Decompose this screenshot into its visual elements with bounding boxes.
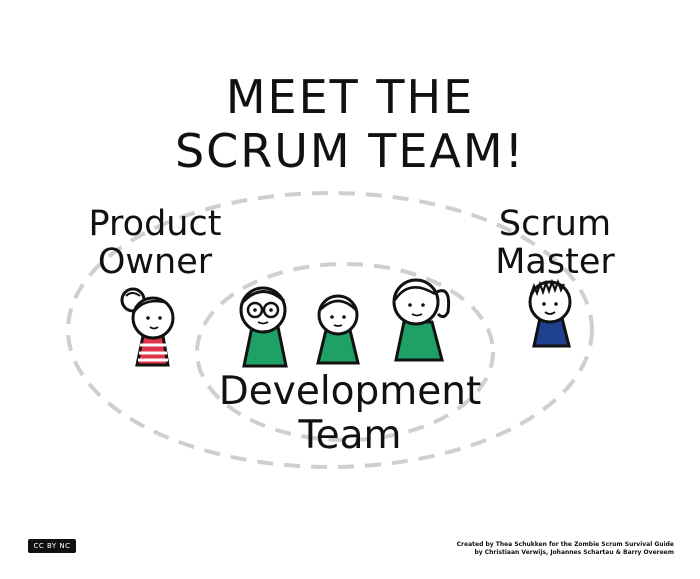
product-owner-figure — [120, 287, 175, 367]
developer-figure-glasses — [239, 286, 288, 368]
development-team-boundary — [195, 262, 495, 442]
page-title-line-2: SCRUM TEAM! — [174, 124, 526, 178]
scrum-master-figure — [528, 278, 572, 348]
credits: Created by Thea Schukken for the Zombie … — [454, 541, 674, 557]
creative-commons-badge: CC BY NC ND — [28, 539, 76, 564]
credits-line-2: by Christiaan Verwijs, Johannes Schartau… — [474, 549, 674, 556]
dev-3-shirt — [394, 320, 444, 362]
product-owner-label-line-1: Product — [88, 204, 222, 244]
scrum-master-label-line-1: Scrum — [498, 204, 612, 244]
scrum-master-label-line-2: Master — [495, 242, 615, 282]
product-owner-label: Product Owner — [70, 205, 240, 281]
product-owner-label-line-2: Owner — [97, 242, 213, 282]
scrum-master-label: Scrum Master — [480, 205, 630, 281]
development-team-label-line-1: Development — [218, 369, 482, 414]
developer-figure-center — [316, 294, 360, 365]
credits-line-1: Created by Thea Schukken for the Zombie … — [456, 541, 674, 548]
development-team-label: Development Team — [150, 370, 550, 458]
developer-figure-ponytail — [392, 278, 451, 362]
scrum-team-boundary — [66, 191, 594, 469]
page-title-line-1: MEET THE — [225, 70, 475, 124]
development-team-label-line-2: Team — [298, 413, 402, 458]
